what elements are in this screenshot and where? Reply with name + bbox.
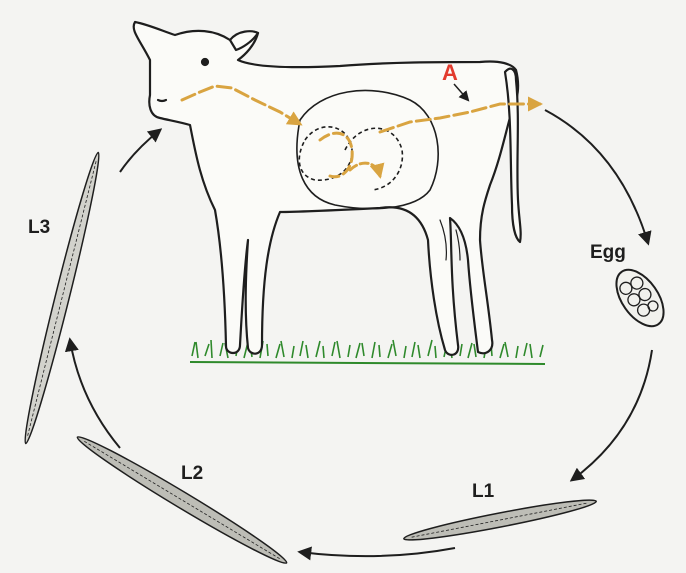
l1-label: L1 [472, 482, 494, 501]
arrow-host-to-egg [545, 110, 648, 243]
egg-label: Egg [590, 243, 626, 262]
calf-illustration [134, 22, 521, 355]
larva-l2 [73, 430, 290, 569]
l3-label: L3 [28, 218, 50, 237]
larva-l1 [402, 494, 597, 545]
calf-nostril [158, 100, 166, 101]
marker-a-label: A [442, 62, 458, 84]
arrow-l1-to-l2 [300, 548, 455, 556]
arrow-l2-to-l3 [70, 340, 120, 448]
arrow-l3-to-host [120, 130, 160, 172]
calf-eye [202, 59, 208, 65]
l2-label: L2 [181, 464, 203, 483]
arrow-egg-to-l1 [572, 350, 652, 480]
calf-body [134, 22, 518, 355]
egg-icon [607, 261, 673, 334]
larva-l3 [19, 151, 105, 445]
